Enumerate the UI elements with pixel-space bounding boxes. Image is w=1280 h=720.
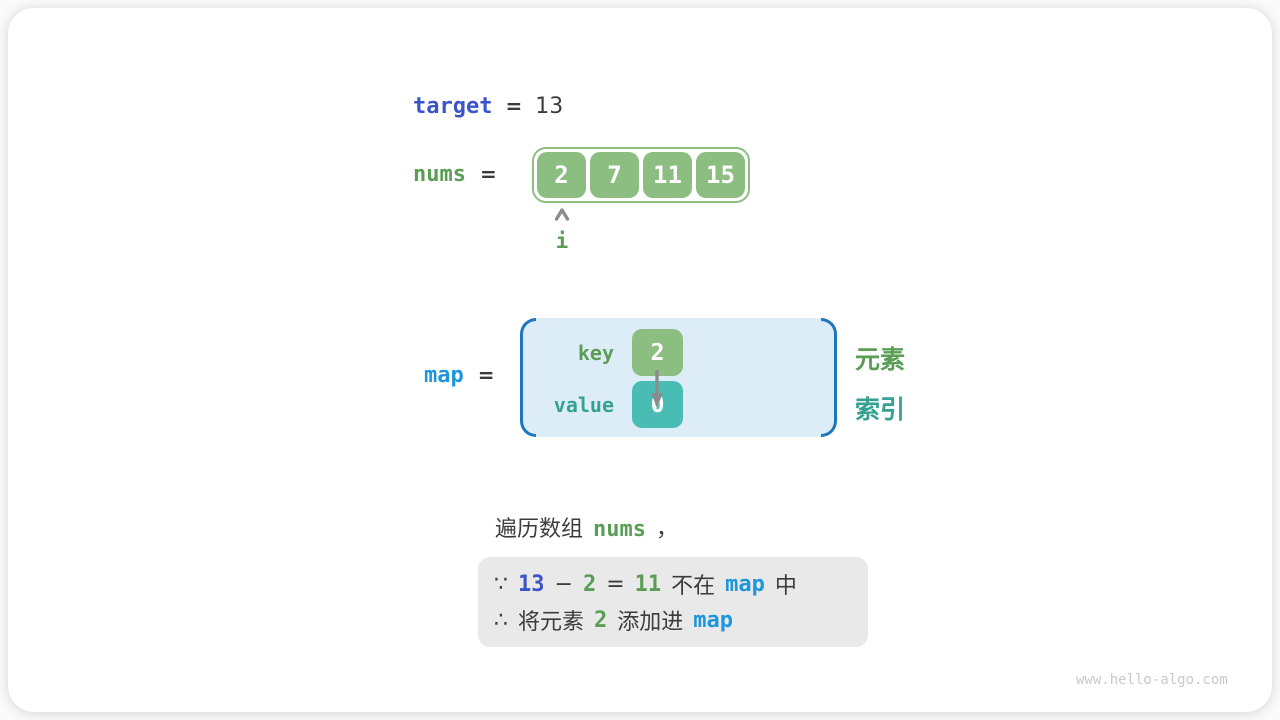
map-row-label: map = [424, 363, 495, 388]
note-line-1: ∵ 13−2 = 11 不在 map 中 [494, 566, 868, 602]
nums-cell-1: 7 [590, 152, 639, 198]
watermark: www.hello-algo.com [1076, 672, 1228, 688]
note-line-1-seg-1: 13 [518, 571, 545, 597]
target-value: 13 [535, 94, 564, 119]
traverse-caption: 遍历数组 nums ， [495, 511, 678, 543]
nums-row-label: nums = [413, 162, 497, 187]
caption-seg-0: 遍历数组 [495, 517, 584, 542]
nums-variable-label: nums [413, 162, 466, 187]
nums-cell-0: 2 [537, 152, 586, 198]
nums-equals-sign: = [479, 162, 497, 186]
map-value-label: value [553, 392, 614, 417]
note-line-1-seg-2: − [554, 571, 573, 597]
caption-seg-2: ， [656, 517, 679, 542]
note-line-2-seg-4: map [693, 607, 734, 633]
map-equals-sign: = [477, 363, 495, 387]
note-line-1-seg-3: 2 [582, 571, 597, 597]
note-line-1-seg-0: ∵ [494, 571, 508, 597]
map-rows: key2value0 [542, 329, 683, 428]
note-line-1-seg-5: 11 [634, 571, 662, 597]
map-panel: key2value0 [520, 318, 837, 437]
map-key-row: key 2 [542, 329, 683, 376]
index-pointer-icon [554, 208, 570, 221]
index-side-label: 索引 [855, 395, 906, 424]
reasoning-note-box: ∵ 13−2 = 11 不在 map 中 ∴ 将元素 2 添加进 map [478, 557, 868, 647]
key-to-value-arrow-icon [651, 370, 663, 408]
target-row: target = 13 [413, 94, 563, 119]
target-variable-label: target [413, 94, 493, 119]
note-line-2-seg-3: 添加进 [617, 610, 684, 635]
note-line-1-seg-6: 不在 [671, 574, 716, 599]
note-line-2-seg-2: 2 [594, 607, 608, 633]
note-line-1-seg-7: map [725, 571, 765, 597]
map-open-bracket-icon [520, 318, 536, 437]
map-variable-label: map [424, 363, 464, 388]
note-line-2-seg-0: ∴ [494, 607, 508, 633]
caption-seg-1: nums [593, 517, 646, 542]
nums-cell-3: 15 [696, 152, 745, 198]
index-pointer-label: i [555, 229, 569, 253]
target-equals-sign: = [505, 94, 523, 118]
note-line-1-seg-8: 中 [774, 574, 797, 599]
note-line-2: ∴ 将元素 2 添加进 map [494, 602, 868, 638]
note-line-1-seg-4: = [606, 571, 625, 597]
map-close-bracket-icon [821, 318, 837, 437]
nums-cell-2: 11 [643, 152, 692, 198]
map-key-box: 2 [632, 329, 683, 376]
map-key-label: key [577, 340, 614, 365]
note-line-2-seg-1: 将元素 [518, 610, 585, 635]
element-side-label: 元素 [855, 345, 906, 374]
